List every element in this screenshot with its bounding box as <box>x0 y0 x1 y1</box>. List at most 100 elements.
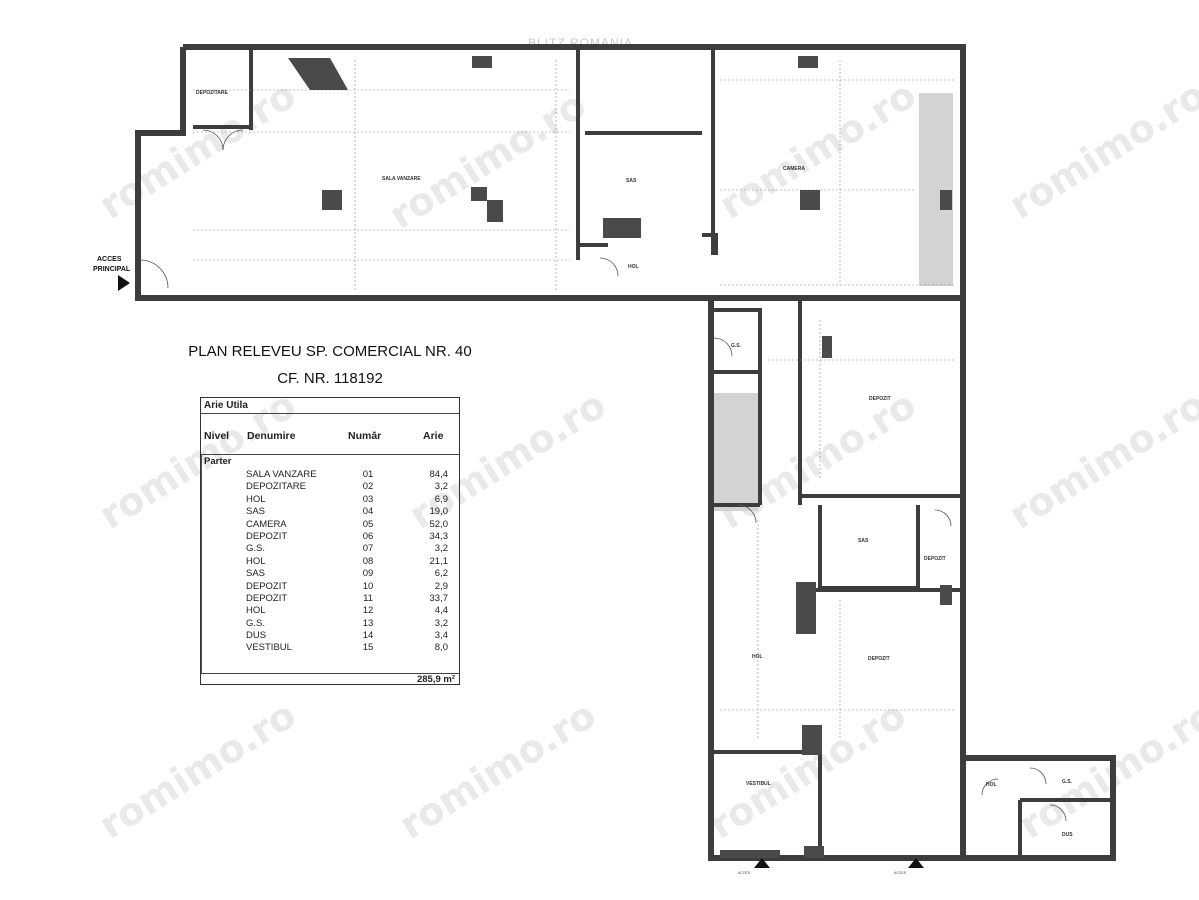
room-label-vestibul: VESTIBUL <box>746 781 771 787</box>
table-row: VESTIBUL 15 8,0 <box>201 642 459 654</box>
room-label-dus: DUS <box>1062 832 1073 838</box>
room-number-cell: 07 <box>362 543 374 555</box>
divider <box>201 673 459 674</box>
shaded-zone <box>919 93 953 286</box>
column-header: Arie <box>423 430 444 442</box>
room-name-cell: HOL <box>246 555 266 567</box>
room-label-depozit: DEPOZIT <box>924 556 946 562</box>
table-row: DEPOZIT 06 34,3 <box>201 531 459 543</box>
room-area-cell: 19,0 <box>429 506 449 518</box>
room-label-sas: SAS <box>858 538 869 544</box>
room-label-sala-vanzare: SALA VANZARE <box>382 176 421 182</box>
site-watermark: romimo.ro <box>1001 72 1199 227</box>
room-label-sas: SAS <box>626 178 637 184</box>
room-number-cell: 06 <box>362 530 374 542</box>
room-area-cell: 84,4 <box>429 469 449 480</box>
table-row: HOL 08 21,1 <box>201 556 459 568</box>
room-area-cell: 34,3 <box>429 530 449 542</box>
room-number-cell: 14 <box>362 630 374 642</box>
column-header: Denumire <box>247 430 296 442</box>
room-label-hol: HOL <box>628 264 639 270</box>
room-number-cell: 01 <box>362 469 374 480</box>
table-row: DEPOZITARE 02 3,2 <box>201 481 459 493</box>
area-table: Arie Utila Nivel Denumire Număr Arie Par… <box>200 397 460 685</box>
site-watermark: romimo.ro <box>1011 692 1199 847</box>
room-name-cell: CAMERA <box>246 518 287 530</box>
room-name-cell: DEPOZIT <box>246 580 288 592</box>
room-label-camera: CAMERA <box>783 166 805 172</box>
access-label: ACCES <box>738 871 751 875</box>
site-watermark: romimo.ro <box>91 692 303 847</box>
room-number-cell: 04 <box>362 506 374 518</box>
room-number-cell: 09 <box>362 568 374 580</box>
structural-columns <box>288 56 952 858</box>
room-name-cell: G.S. <box>246 543 266 555</box>
level-label: Parter <box>204 456 232 467</box>
divider <box>201 455 202 674</box>
table-row: G.S. 13 3,2 <box>201 618 459 630</box>
plan-title: PLAN RELEVEU SP. COMERCIAL NR. 40 <box>188 343 472 360</box>
room-label-depozitare: DEPOZITARE <box>196 90 229 96</box>
room-name-cell: DEPOZITARE <box>246 481 306 493</box>
divider <box>201 454 459 455</box>
room-number-cell: 15 <box>362 642 374 654</box>
entrance-arrow-icon <box>118 275 130 291</box>
room-name-cell: HOL <box>246 605 266 617</box>
room-number-cell: 08 <box>362 555 374 567</box>
room-area-cell: 3,2 <box>434 617 448 629</box>
room-label-hol: HOL <box>986 782 997 788</box>
room-name-cell: DEPOZIT <box>246 530 288 542</box>
room-area-cell: 6,2 <box>434 568 448 580</box>
room-label-depozit: DEPOZIT <box>869 396 891 402</box>
room-label-gs: G.S. <box>1062 779 1073 785</box>
room-label-hol: HOL <box>752 654 763 660</box>
room-number-cell: 11 <box>363 592 373 604</box>
outer-walls <box>135 44 1116 861</box>
table-row: DEPOZIT 11 33,7 <box>201 593 459 605</box>
room-area-cell: 4,4 <box>434 605 448 617</box>
total-area: 285,9 m² <box>416 674 455 685</box>
table-row: DEPOZIT 10 2,9 <box>201 581 459 593</box>
room-number-cell: 05 <box>362 518 374 530</box>
entrance-arrow-icon <box>754 858 770 868</box>
room-area-cell: 52,0 <box>429 518 449 530</box>
table-row: CAMERA 05 52,0 <box>201 519 459 531</box>
room-number-cell: 13 <box>362 617 374 629</box>
room-area-cell: 33,7 <box>429 592 449 604</box>
room-name-cell: DEPOZIT <box>246 592 288 604</box>
room-area-cell: 21,1 <box>429 555 449 567</box>
room-area-cell: 2,9 <box>434 580 448 592</box>
room-name-cell: HOL <box>246 493 266 505</box>
plan-subtitle: CF. NR. 118192 <box>277 370 383 387</box>
table-row: SAS 09 6,2 <box>201 568 459 580</box>
room-area-cell: 8,0 <box>434 642 448 654</box>
room-number-cell: 12 <box>362 605 374 617</box>
room-name-cell: SALA VANZARE <box>246 469 317 480</box>
room-area-cell: 3,2 <box>434 543 448 555</box>
room-number-cell: 02 <box>362 481 374 493</box>
table-header: Arie Utila <box>204 400 248 411</box>
site-watermark: romimo.ro <box>1001 382 1199 537</box>
room-name-cell: SAS <box>246 568 266 580</box>
room-name-cell: G.S. <box>246 617 266 629</box>
room-label-gs: G.S. <box>731 343 742 349</box>
dimension-lines <box>193 60 955 740</box>
room-label-depozit: DEPOZIT <box>868 656 890 662</box>
room-area-cell: 3,2 <box>434 481 448 493</box>
room-number-cell: 10 <box>362 580 374 592</box>
divider <box>201 413 459 414</box>
entrance-label: PRINCIPAL <box>93 266 131 273</box>
table-row: SALA VANZARE 01 84,4 <box>201 469 459 481</box>
room-name-cell: VESTIBUL <box>246 642 292 654</box>
room-number-cell: 03 <box>362 493 374 505</box>
shaded-zone <box>714 393 758 511</box>
table-row: G.S. 07 3,2 <box>201 543 459 555</box>
entrance-arrow-icon <box>908 858 924 868</box>
table-row: HOL 12 4,4 <box>201 605 459 617</box>
room-name-cell: DUS <box>246 630 267 642</box>
entrance-label: ACCES <box>97 256 122 263</box>
column-header: Nivel <box>204 430 230 442</box>
